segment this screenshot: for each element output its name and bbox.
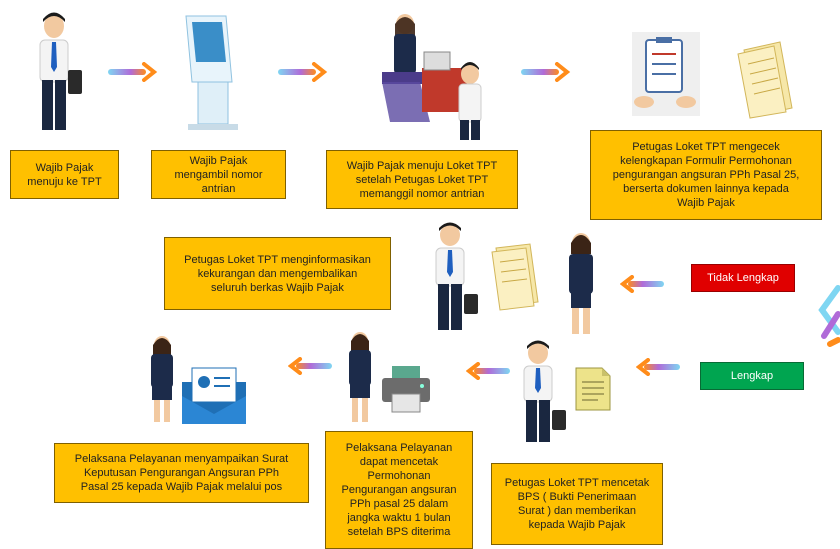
- mail-envelope-icon: [180, 366, 248, 426]
- step-box-2: Wajib Pajak mengambil nomor antrian: [151, 150, 286, 199]
- checklist-clipboard-icon: [632, 32, 700, 116]
- receipt-document-icon: [574, 366, 612, 412]
- staff-woman-figure-2: [340, 330, 380, 426]
- step-box-8: Pelaksana Pelayanan menyampaikan Surat K…: [54, 443, 309, 503]
- flow-arrow-2: [278, 62, 330, 82]
- taxpayer-man-figure: [32, 12, 84, 137]
- branch-arrow: [810, 284, 840, 354]
- incomplete-status-badge: Tidak Lengkap: [691, 264, 795, 292]
- printer-icon: [380, 364, 432, 414]
- step-box-7: Pelaksana Pelayanan dapat mencetak Permo…: [325, 431, 473, 549]
- complete-status-badge: Lengkap: [700, 362, 804, 390]
- step-box-4: Petugas Loket TPT mengecek kelengkapan F…: [590, 130, 822, 220]
- step-box-3: Wajib Pajak menuju Loket TPT setelah Pet…: [326, 150, 518, 209]
- flow-arrow-3: [521, 62, 573, 82]
- officer-man-figure: [428, 222, 480, 334]
- flow-arrow-complete: [636, 358, 682, 376]
- flow-arrow-incomplete: [620, 275, 666, 293]
- step-box-5: Petugas Loket TPT menginformasikan kekur…: [164, 237, 391, 310]
- flow-arrow-1: [108, 62, 160, 82]
- returned-documents-icon: [488, 240, 544, 312]
- document-stack-icon: [734, 38, 798, 120]
- officer-man-figure-2: [516, 340, 568, 446]
- step-box-6: Petugas Loket TPT mencetak BPS ( Bukti P…: [491, 463, 663, 545]
- flow-arrow-4: [288, 357, 334, 375]
- step-box-1: Wajib Pajak menuju ke TPT: [10, 150, 119, 199]
- officer-woman-figure: [560, 230, 602, 338]
- staff-woman-figure-1: [142, 334, 182, 426]
- service-desk-scene-figure: [360, 12, 500, 142]
- queue-kiosk-figure: [178, 12, 248, 137]
- flow-arrow-5: [466, 362, 512, 380]
